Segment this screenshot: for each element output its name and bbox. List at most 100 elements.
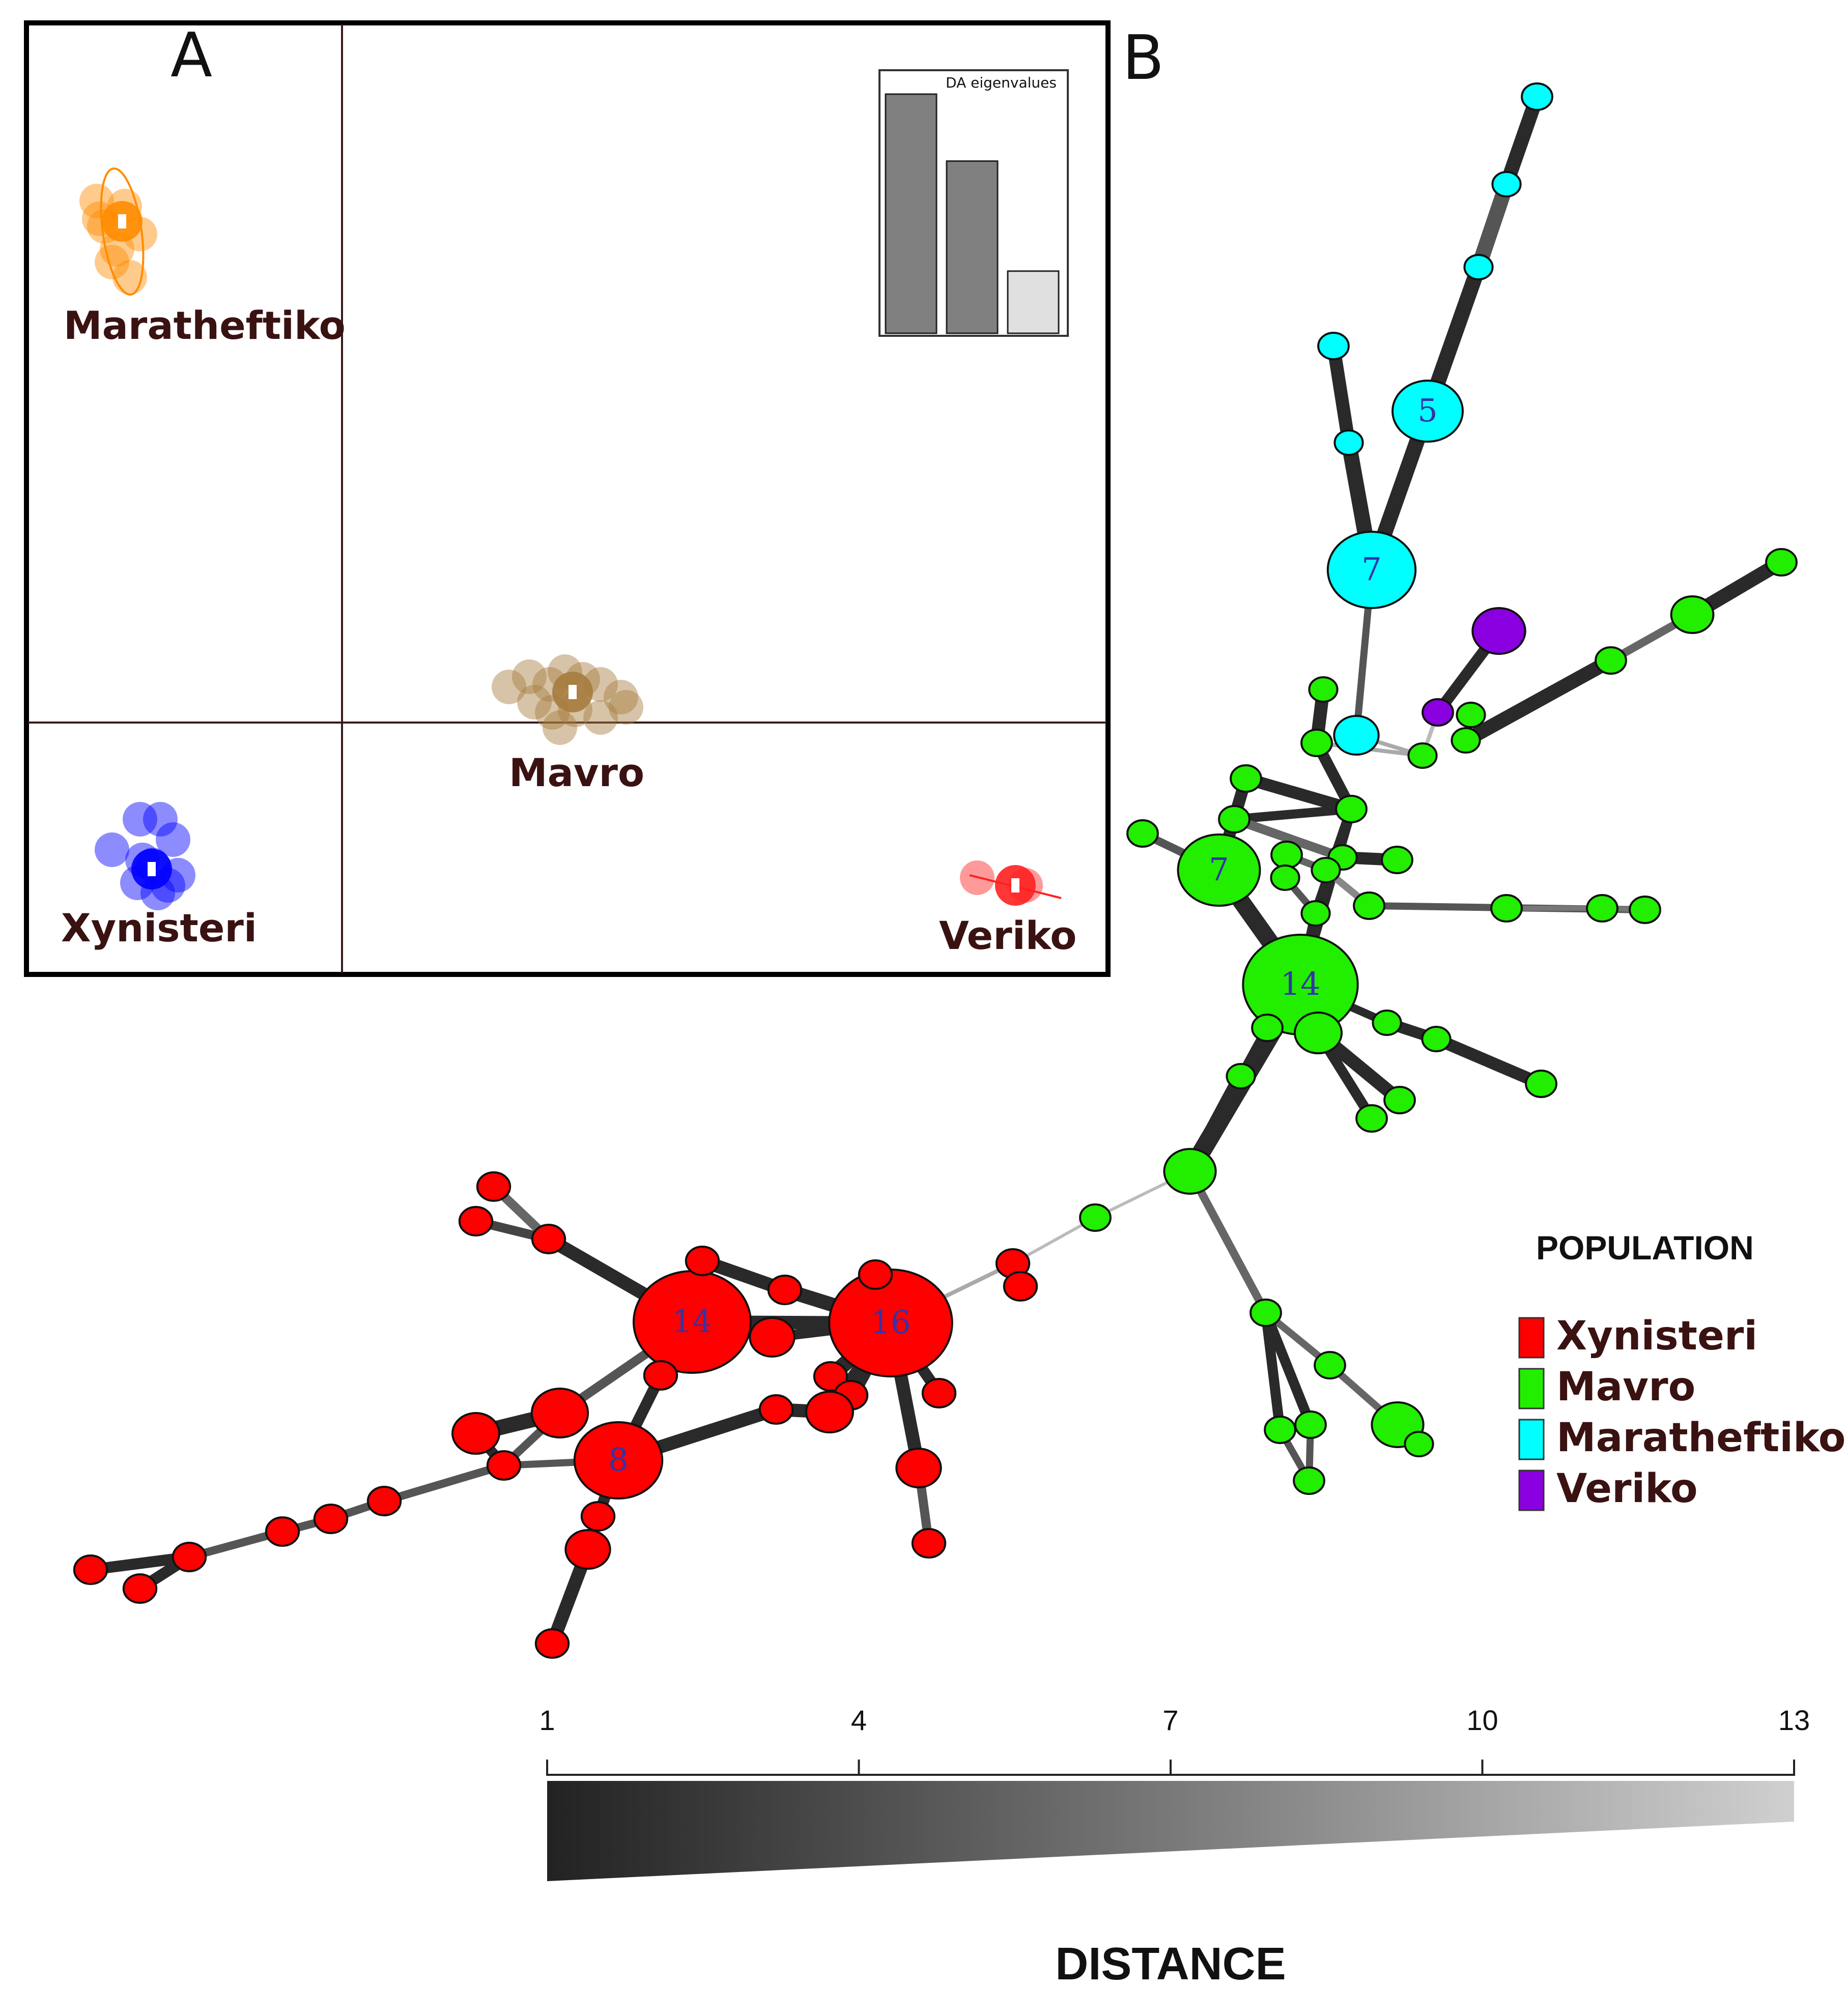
scatter-point	[156, 822, 190, 857]
scatter-point	[543, 710, 577, 745]
network-node-maratheftiko	[1521, 82, 1553, 111]
dapc-cluster	[492, 654, 643, 745]
network-node-mavro	[1421, 1026, 1452, 1052]
cluster-centroid-marker	[118, 214, 126, 228]
network-node-mavro	[1629, 896, 1661, 924]
scatter-point	[95, 832, 129, 867]
network-node-veriko	[1422, 698, 1454, 727]
network-node-mavro	[1226, 1063, 1256, 1089]
legend-title: POPULATION	[1536, 1229, 1754, 1266]
network-node-xynisteri	[476, 1171, 512, 1202]
panel-a-dapc-plot: A DA eigenvalues Maratheftiko Mavro Xyni…	[24, 20, 1111, 977]
scatter-point	[95, 245, 129, 279]
network-node-xynisteri	[530, 1388, 589, 1438]
panel-a-letter: A	[171, 20, 212, 91]
network-edge	[1230, 804, 1356, 824]
network-edge	[1186, 1167, 1270, 1317]
network-node-xynisteri	[767, 1275, 803, 1305]
network-node-mavro	[1300, 729, 1333, 757]
network-edge	[1327, 339, 1355, 449]
network-node-mavro	[1300, 900, 1331, 927]
network-node-mavro	[1294, 1012, 1343, 1054]
legend-swatch-xynisteri	[1518, 1317, 1545, 1359]
network-node-mavro	[1372, 1010, 1402, 1036]
network-node-mavro	[1765, 548, 1798, 577]
network-node-veriko	[1471, 607, 1526, 655]
network-node-maratheftiko	[1317, 332, 1350, 360]
scale-title: DISTANCE	[1055, 1939, 1286, 1990]
network-node-maratheftiko	[1463, 254, 1494, 280]
cluster-label-veriko: Veriko	[939, 913, 1076, 958]
network-node-mavro	[1586, 894, 1618, 923]
network-node-mavro	[1670, 595, 1715, 634]
legend-item-maratheftiko: Maratheftiko	[1518, 1415, 1845, 1461]
scale-tick-label: 10	[1466, 1704, 1498, 1736]
network-edge	[1471, 177, 1514, 275]
eigenvalue-inset-title: DA eigenvalues	[946, 74, 1057, 91]
eigenvalue-inset: DA eigenvalues	[878, 69, 1069, 337]
network-node-mavro	[1230, 764, 1262, 793]
network-node-mavro	[1251, 1014, 1284, 1042]
node-count-label: 14	[672, 1303, 713, 1340]
scatter-point	[517, 685, 552, 719]
network-node-maratheftiko	[1491, 171, 1522, 197]
legend-item-xynisteri: Xynisteri	[1518, 1313, 1757, 1359]
network-node-maratheftiko	[1333, 429, 1364, 456]
network-node-xynisteri	[1003, 1271, 1038, 1302]
network-edge	[1230, 815, 1347, 862]
legend-swatch-mavro	[1518, 1368, 1545, 1409]
network-node-mavro	[1270, 865, 1300, 891]
network-node-mavro	[1490, 894, 1523, 923]
population-legend: POPULATION Xynisteri Mavro Maratheftiko …	[1518, 1229, 1845, 1512]
network-node-xynisteri	[458, 1206, 494, 1236]
network-node-mavro	[1294, 1410, 1327, 1439]
legend-item-mavro: Mavro	[1518, 1364, 1695, 1410]
network-node-mavro	[1218, 805, 1251, 833]
legend-label-maratheftiko: Maratheftiko	[1556, 1415, 1845, 1461]
network-node-mavro	[1355, 1104, 1388, 1133]
network-node-xynisteri	[580, 1501, 616, 1532]
dapc-cluster	[960, 860, 1062, 906]
network-node-xynisteri	[73, 1554, 108, 1585]
legend-swatch-veriko	[1518, 1470, 1545, 1511]
network-node-xynisteri	[758, 1394, 794, 1425]
network-edge	[1430, 1033, 1547, 1090]
network-node-xynisteri	[858, 1259, 893, 1290]
network-node-mavro	[1293, 1466, 1325, 1495]
eigenvalue-bar	[885, 93, 938, 334]
network-node-mavro	[1451, 727, 1481, 754]
scatter-point	[143, 802, 178, 837]
network-node-xynisteri	[564, 1529, 611, 1570]
dapc-cluster	[79, 167, 157, 296]
scatter-point	[512, 659, 547, 694]
network-node-xynisteri	[921, 1378, 957, 1408]
scatter-point	[492, 670, 526, 704]
network-node-xynisteri	[313, 1504, 349, 1534]
cluster-centroid-marker	[148, 862, 156, 876]
scatter-point	[609, 690, 643, 725]
scale-tick-label: 7	[1162, 1704, 1178, 1736]
network-node-mavro	[1353, 891, 1385, 920]
network-edge	[380, 1461, 508, 1505]
network-node-mavro	[1079, 1203, 1112, 1232]
node-count-label: 5	[1417, 392, 1437, 429]
cluster-label-xynisteri: Xynisteri	[61, 905, 257, 951]
network-node-mavro	[1335, 795, 1368, 823]
scatter-point	[583, 700, 618, 735]
network-node-xynisteri	[486, 1450, 522, 1481]
network-edge	[1499, 90, 1544, 191]
legend-label-veriko: Veriko	[1556, 1466, 1698, 1512]
network-node-xynisteri	[573, 1421, 664, 1500]
network-node-mavro	[1270, 841, 1303, 869]
network-node-xynisteri	[749, 1317, 796, 1358]
network-node-xynisteri	[685, 1246, 720, 1276]
node-count-label: 7	[1361, 551, 1381, 588]
cluster-centroid-marker	[1011, 878, 1019, 892]
cluster-ellipse	[100, 167, 145, 296]
panel-b-letter: B	[1122, 23, 1164, 94]
network-node-mavro	[1308, 676, 1339, 703]
network-node-xynisteri	[895, 1448, 942, 1488]
